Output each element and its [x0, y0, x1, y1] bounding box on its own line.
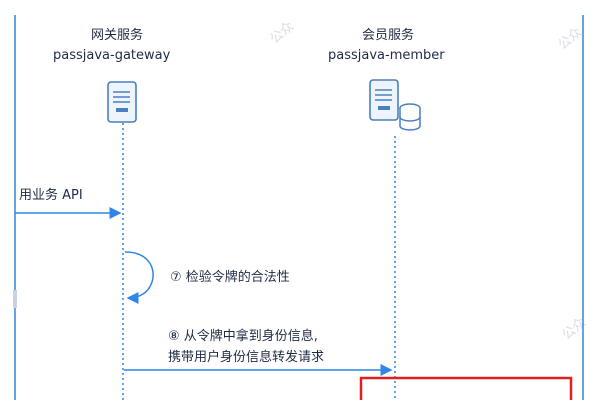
member-server-database-icon — [369, 79, 421, 131]
call-api-label: 用业务 API — [19, 188, 83, 203]
left-edge-marker — [13, 290, 17, 308]
step7-label: ⑦ 检验令牌的合法性 — [170, 270, 290, 285]
member-service-subtitle: passjava-member — [328, 48, 445, 63]
step8-label-line1: ⑧ 从令牌中拿到身份信息, — [168, 329, 318, 344]
member-service-title: 会员服务 — [362, 28, 415, 43]
gateway-server-icon — [107, 81, 137, 123]
gateway-service-subtitle: passjava-gateway — [53, 48, 171, 63]
highlight-box — [359, 376, 573, 400]
gateway-service-title: 网关服务 — [91, 28, 144, 43]
validate-token-self-arrow — [124, 251, 154, 304]
step8-label-line2: 携带用户身份信息转发请求 — [168, 350, 325, 365]
